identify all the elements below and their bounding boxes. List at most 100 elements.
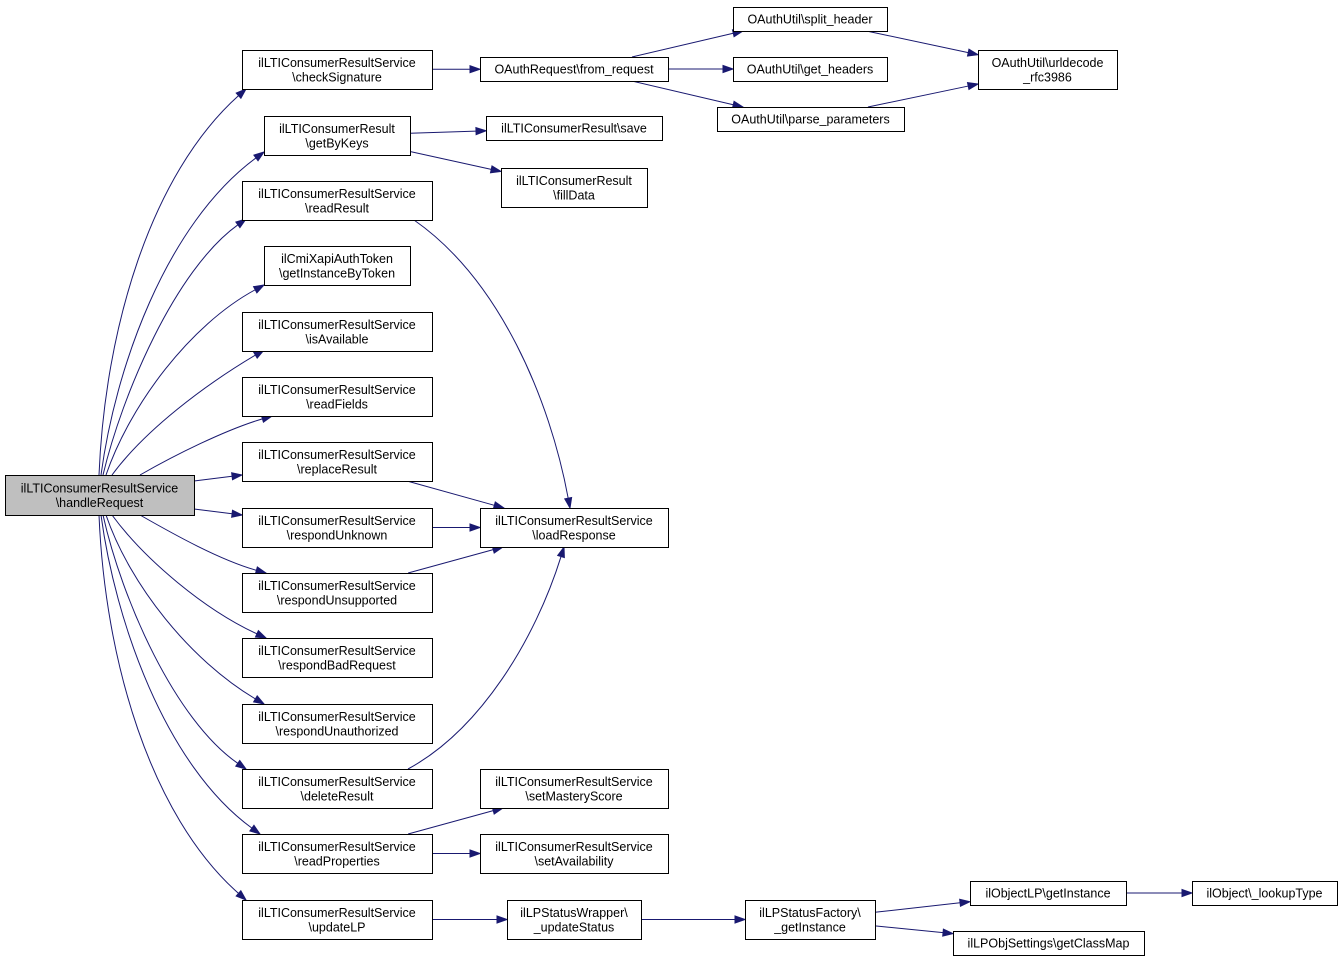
node-getByKeys[interactable]: ilLTIConsumerResult\getByKeys bbox=[264, 116, 411, 156]
node-root[interactable]: ilLTIConsumerResultService\handleRequest bbox=[5, 475, 195, 516]
node-setAvailability[interactable]: ilLTIConsumerResultService\setAvailabili… bbox=[480, 834, 669, 874]
node-box bbox=[953, 931, 1145, 956]
node-deleteResult[interactable]: ilLTIConsumerResultService\deleteResult bbox=[242, 769, 433, 809]
edge-line bbox=[866, 30, 969, 54]
node-box bbox=[733, 57, 888, 82]
node-urldecode[interactable]: OAuthUtil\urldecode_rfc3986 bbox=[978, 50, 1118, 90]
node-box bbox=[480, 508, 669, 548]
edge-objectLPGetInstance-to-lookupType bbox=[1126, 888, 1194, 898]
arrowhead-icon bbox=[254, 629, 268, 639]
node-label: ilObjectLP\getInstance bbox=[985, 887, 1110, 901]
edge-respondUnsupported-to-loadResponse bbox=[407, 545, 505, 574]
node-box bbox=[242, 312, 433, 352]
node-readFields[interactable]: ilLTIConsumerResultService\readFields bbox=[242, 377, 433, 417]
arrowhead-icon bbox=[966, 48, 980, 57]
edge-readProperties-to-setAvailability bbox=[432, 849, 482, 858]
arrowhead-icon bbox=[252, 284, 266, 294]
node-checkSignature[interactable]: ilLTIConsumerResultService\checkSignatur… bbox=[242, 50, 433, 90]
node-label: OAuthUtil\urldecode bbox=[992, 56, 1104, 70]
edges-layer bbox=[98, 29, 1194, 937]
edge-line bbox=[111, 354, 256, 476]
node-label: ilLTIConsumerResultService bbox=[258, 775, 416, 789]
edge-checkSignature-to-fromRequest bbox=[431, 65, 482, 74]
edge-parseParameters-to-urldecode bbox=[867, 82, 980, 108]
arrowhead-icon bbox=[252, 695, 266, 705]
arrowhead-icon bbox=[254, 566, 268, 575]
arrowhead-icon bbox=[942, 928, 955, 937]
edge-line bbox=[631, 80, 734, 106]
node-lookupType[interactable]: ilObject\_lookupType bbox=[1192, 881, 1338, 906]
edge-readResult-to-loadResponse bbox=[413, 219, 573, 510]
node-respondUnauthorized[interactable]: ilLTIConsumerResultService\respondUnauth… bbox=[242, 704, 433, 744]
edge-line bbox=[111, 514, 258, 635]
node-label: ilLTIConsumerResultService bbox=[258, 644, 416, 658]
node-respondUnknown[interactable]: ilLTIConsumerResultService\respondUnknow… bbox=[242, 508, 433, 548]
node-save[interactable]: ilLTIConsumerResult\save bbox=[486, 116, 663, 141]
node-box bbox=[242, 900, 433, 940]
node-box bbox=[1192, 881, 1338, 906]
edge-root-to-respondBadRequest bbox=[111, 514, 268, 639]
node-label: ilLTIConsumerResult\save bbox=[501, 122, 647, 136]
node-respondUnsupported[interactable]: ilLTIConsumerResultService\respondUnsupp… bbox=[242, 573, 433, 613]
node-fillData[interactable]: ilLTIConsumerResult\fillData bbox=[501, 168, 648, 208]
node-label: ilLTIConsumerResultService bbox=[258, 56, 416, 70]
arrowhead-icon bbox=[734, 915, 747, 924]
node-getInstanceByToken[interactable]: ilCmiXapiAuthToken\getInstanceByToken bbox=[264, 246, 411, 286]
edge-line bbox=[139, 418, 263, 476]
edge-line bbox=[98, 514, 239, 894]
node-label: ilLTIConsumerResultService bbox=[495, 514, 653, 528]
edge-line bbox=[407, 556, 562, 770]
node-box bbox=[242, 181, 433, 221]
node-box bbox=[242, 442, 433, 482]
node-label: ilLTIConsumerResultService bbox=[258, 514, 416, 528]
node-parseParameters[interactable]: OAuthUtil\parse_parameters bbox=[717, 107, 905, 132]
node-getHeaders[interactable]: OAuthUtil\get_headers bbox=[733, 57, 888, 82]
node-label: _updateStatus bbox=[533, 920, 615, 934]
edge-root-to-isAvailable bbox=[111, 349, 266, 476]
node-label: OAuthUtil\parse_parameters bbox=[731, 113, 889, 127]
edge-root-to-respondUnknown bbox=[193, 508, 244, 518]
node-label: \deleteResult bbox=[301, 789, 374, 803]
arrowhead-icon bbox=[469, 65, 482, 74]
node-label: ilLPStatusFactory\ bbox=[759, 906, 861, 920]
node-label: \fillData bbox=[553, 188, 595, 202]
node-label: ilLTIConsumerResultService bbox=[495, 840, 653, 854]
node-respondBadRequest[interactable]: ilLTIConsumerResultService\respondBadReq… bbox=[242, 638, 433, 678]
arrowhead-icon bbox=[1181, 888, 1194, 898]
edge-readProperties-to-setMasteryScore bbox=[407, 806, 505, 835]
node-box bbox=[507, 900, 642, 940]
edge-root-to-replaceResult bbox=[193, 472, 244, 482]
node-splitHeader[interactable]: OAuthUtil\split_header bbox=[733, 7, 888, 32]
node-readResult[interactable]: ilLTIConsumerResultService\readResult bbox=[242, 181, 433, 221]
edge-line bbox=[100, 157, 257, 476]
node-loadResponse[interactable]: ilLTIConsumerResultService\loadResponse bbox=[480, 508, 669, 548]
node-box bbox=[242, 769, 433, 809]
node-label: \isAvailable bbox=[305, 332, 368, 346]
node-label: \getInstanceByToken bbox=[279, 266, 395, 280]
node-updateLP[interactable]: ilLTIConsumerResultService\updateLP bbox=[242, 900, 433, 940]
node-replaceResult[interactable]: ilLTIConsumerResultService\replaceResult bbox=[242, 442, 433, 482]
node-setMasteryScore[interactable]: ilLTIConsumerResultService\setMasterySco… bbox=[480, 769, 669, 809]
node-label: \setAvailability bbox=[535, 854, 615, 868]
edge-fromRequest-to-getHeaders bbox=[668, 64, 735, 74]
node-getClassMap[interactable]: ilLPObjSettings\getClassMap bbox=[953, 931, 1145, 956]
edge-root-to-deleteResult bbox=[102, 514, 248, 770]
node-label: ilLTIConsumerResultService bbox=[258, 579, 416, 593]
edge-line bbox=[193, 475, 233, 482]
node-label: _rfc3986 bbox=[1022, 70, 1072, 84]
edge-updateStatus-to-lpGetInstance bbox=[641, 915, 747, 924]
arrowhead-icon bbox=[722, 64, 735, 74]
node-readProperties[interactable]: ilLTIConsumerResultService\readPropertie… bbox=[242, 834, 433, 874]
arrowhead-icon bbox=[235, 889, 248, 902]
node-updateStatus[interactable]: ilLPStatusWrapper\_updateStatus bbox=[507, 900, 642, 940]
node-isAvailable[interactable]: ilLTIConsumerResultService\isAvailable bbox=[242, 312, 433, 352]
edge-root-to-readResult bbox=[102, 218, 248, 476]
node-label: \setMasteryScore bbox=[525, 789, 622, 803]
node-lpGetInstance[interactable]: ilLPStatusFactory\_getInstance bbox=[745, 900, 876, 940]
node-box bbox=[970, 881, 1127, 906]
node-box bbox=[486, 116, 663, 141]
node-objectLPGetInstance[interactable]: ilObjectLP\getInstance bbox=[970, 881, 1127, 906]
node-fromRequest[interactable]: OAuthRequest\from_request bbox=[480, 57, 669, 82]
node-label: \readResult bbox=[305, 201, 369, 215]
